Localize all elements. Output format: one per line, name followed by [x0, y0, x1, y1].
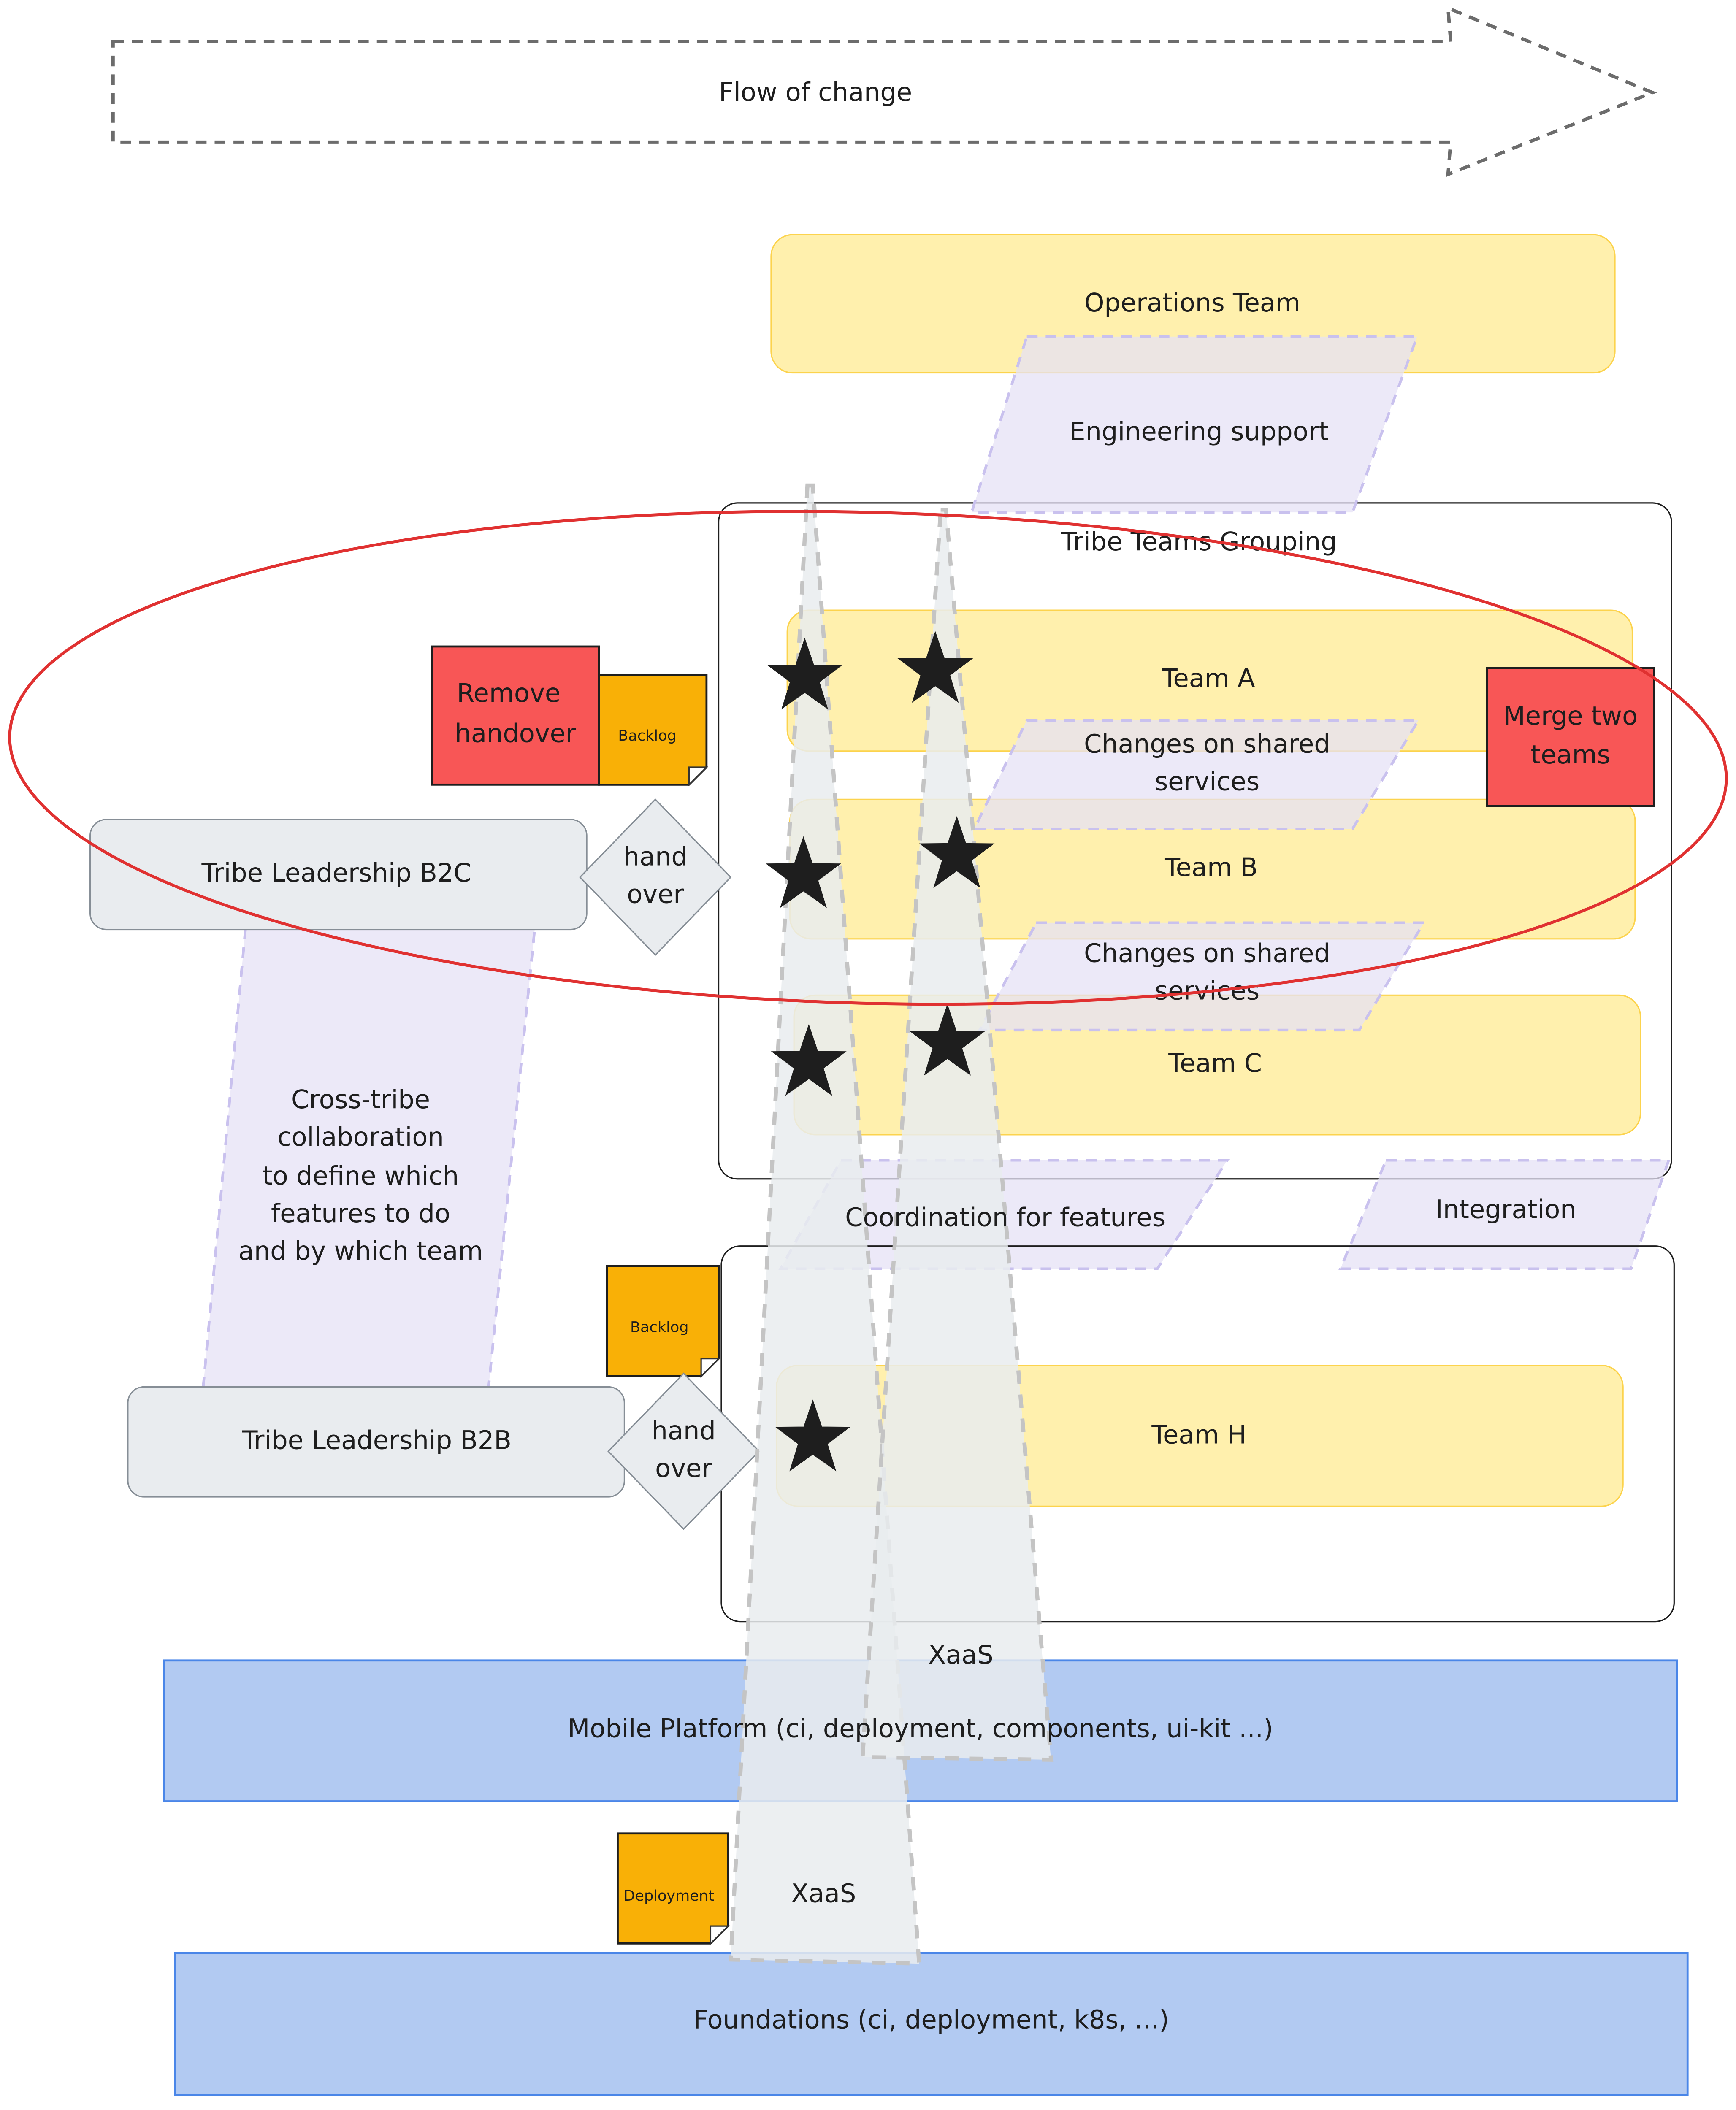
shared-services-changes-2: Changes on shared services — [977, 921, 1426, 1032]
backlog-note-1: Backlog — [598, 674, 708, 787]
handover-line1: hand — [623, 842, 688, 872]
team-h-label: Team H — [1151, 1420, 1246, 1450]
integration-label: Integration — [1435, 1195, 1576, 1225]
backlog-note-2: Backlog — [606, 1265, 720, 1378]
shared-services-line1: Changes on shared — [1084, 730, 1330, 759]
handover-line1: hand — [652, 1416, 716, 1446]
deployment-label: Deployment — [623, 1888, 714, 1904]
deployment-note: Deployment — [617, 1832, 730, 1945]
merge-two-teams-note: Merge two teams — [1486, 667, 1655, 807]
stars-layer — [765, 631, 995, 1472]
shared-services-changes-1: Changes on shared services — [972, 719, 1421, 830]
star-icon — [767, 638, 843, 710]
flow-of-change-label: Flow of change — [719, 78, 912, 107]
team-b-label: Team B — [1164, 853, 1258, 882]
star-icon — [897, 631, 973, 703]
mobile-platform-label: Mobile Platform (ci, deployment, compone… — [568, 1714, 1273, 1744]
merge-teams-line1: Merge two — [1503, 701, 1638, 731]
tribe-leadership-b2c-label: Tribe Leadership B2C — [201, 858, 471, 888]
xaas-stream-foundations: XaaS — [729, 483, 921, 1966]
team-a-label: Team A — [1162, 664, 1255, 693]
backlog-label: Backlog — [618, 728, 677, 744]
engineering-support: Engineering support — [970, 335, 1419, 514]
xaas-stream-mobile: XaaS — [860, 508, 1054, 1762]
xaas-label: XaaS — [928, 1640, 993, 1670]
star-icon — [919, 816, 995, 888]
coordination-label: Coordination for features — [845, 1203, 1165, 1233]
remove-handover-line1: Remove — [457, 679, 561, 708]
cross-tribe-line: to define which — [263, 1161, 459, 1191]
remove-handover-note: Remove handover — [431, 645, 600, 786]
cross-tribe-line: Cross-tribe — [291, 1085, 430, 1115]
handover-diamond-1: hand over — [579, 798, 732, 956]
star-icon — [910, 1004, 986, 1076]
tribe-leadership-b2b-label: Tribe Leadership B2B — [241, 1426, 512, 1455]
cross-tribe-line: and by which team — [238, 1236, 483, 1266]
flow-of-change-arrow: Flow of change — [111, 5, 1657, 177]
star-icon — [765, 836, 841, 908]
xaas-label: XaaS — [791, 1879, 856, 1909]
team-c-label: Team C — [1168, 1049, 1262, 1078]
star-icon — [771, 1024, 847, 1096]
shared-services-line1: Changes on shared — [1084, 939, 1330, 968]
tribe-leadership-b2b: Tribe Leadership B2B — [127, 1386, 625, 1498]
handover-line2: over — [627, 880, 684, 909]
tribe-leadership-b2c: Tribe Leadership B2C — [89, 819, 588, 931]
focus-ellipse — [8, 510, 1728, 1006]
backlog-label: Backlog — [630, 1319, 689, 1336]
handover-line2: over — [655, 1454, 712, 1483]
star-icon — [775, 1399, 851, 1472]
merge-teams-line2: teams — [1530, 740, 1610, 770]
operations-team-label: Operations Team — [1084, 288, 1300, 318]
shared-services-line2: services — [1155, 767, 1259, 797]
engineering-support-label: Engineering support — [1069, 417, 1329, 446]
tribe-teams-grouping-label: Tribe Teams Grouping — [1061, 527, 1337, 557]
cross-tribe-line: collaboration — [277, 1123, 444, 1152]
foundations: Foundations (ci, deployment, k8s, ...) — [174, 1952, 1689, 2096]
cross-tribe-collaboration: Cross-tribe collaboration to define whic… — [200, 919, 537, 1403]
cross-tribe-line: features to do — [271, 1199, 450, 1228]
foundations-label: Foundations (ci, deployment, k8s, ...) — [693, 2005, 1169, 2034]
remove-handover-line2: handover — [455, 719, 576, 748]
tribe-teams-grouping: Tribe Teams Grouping — [718, 502, 1672, 1180]
handover-diamond-2: hand over — [607, 1372, 760, 1530]
integration: Integration — [1338, 1159, 1671, 1270]
